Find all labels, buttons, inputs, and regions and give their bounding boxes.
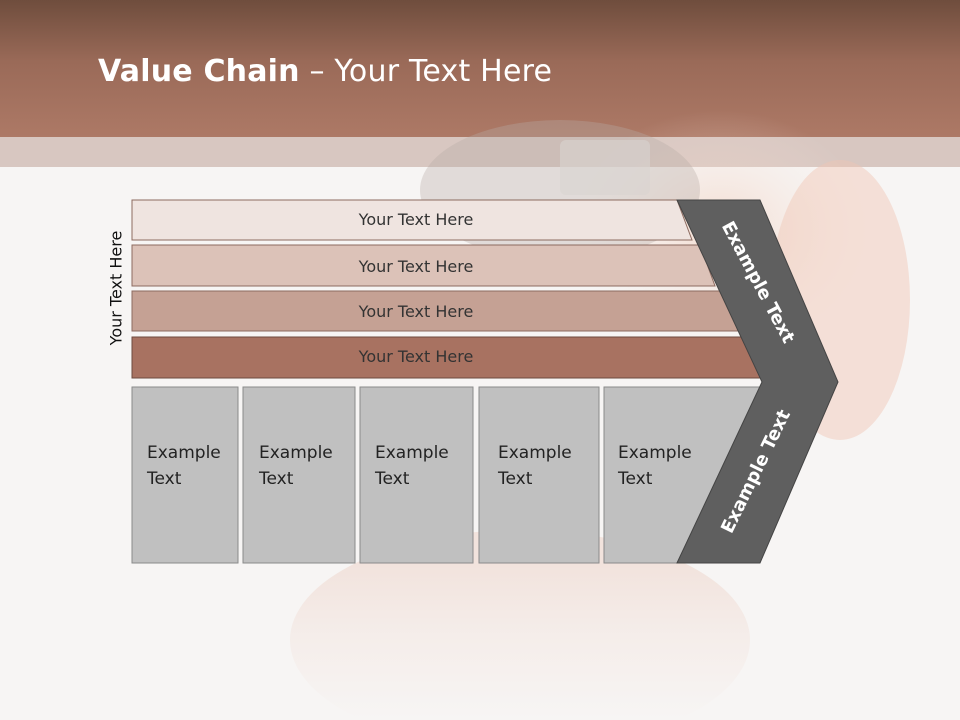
support-bar-1-label: Your Text Here <box>358 210 474 229</box>
column-2-line1: Example <box>259 443 333 463</box>
support-bar-3-label: Your Text Here <box>358 302 474 321</box>
primary-column-4[interactable] <box>478 386 600 564</box>
primary-column-3[interactable] <box>359 386 474 564</box>
column-5-line2: Text <box>618 469 653 489</box>
support-bar-2-label: Your Text Here <box>358 257 474 276</box>
column-4-line2: Text <box>498 469 533 489</box>
reflection-fade <box>0 565 960 720</box>
support-bar-2[interactable] <box>131 244 716 287</box>
column-1-line1: Example <box>147 443 221 463</box>
title-band <box>0 0 960 137</box>
column-2-line2: Text <box>259 469 294 489</box>
column-3-line1: Example <box>375 443 449 463</box>
support-bar-1[interactable] <box>131 199 693 241</box>
primary-column-1[interactable] <box>131 386 239 564</box>
title-rest: – Your Text Here <box>299 54 553 89</box>
slide-title: Value Chain – Your Text Here <box>98 54 552 89</box>
title-bold: Value Chain <box>98 54 300 89</box>
margin-chevron[interactable] <box>676 199 839 564</box>
column-4-line1: Example <box>498 443 572 463</box>
column-1-line2: Text <box>147 469 182 489</box>
column-3-line2: Text <box>375 469 410 489</box>
column-5-line1: Example <box>618 443 692 463</box>
primary-column-2[interactable] <box>242 386 356 564</box>
support-bar-4-label: Your Text Here <box>358 347 474 366</box>
